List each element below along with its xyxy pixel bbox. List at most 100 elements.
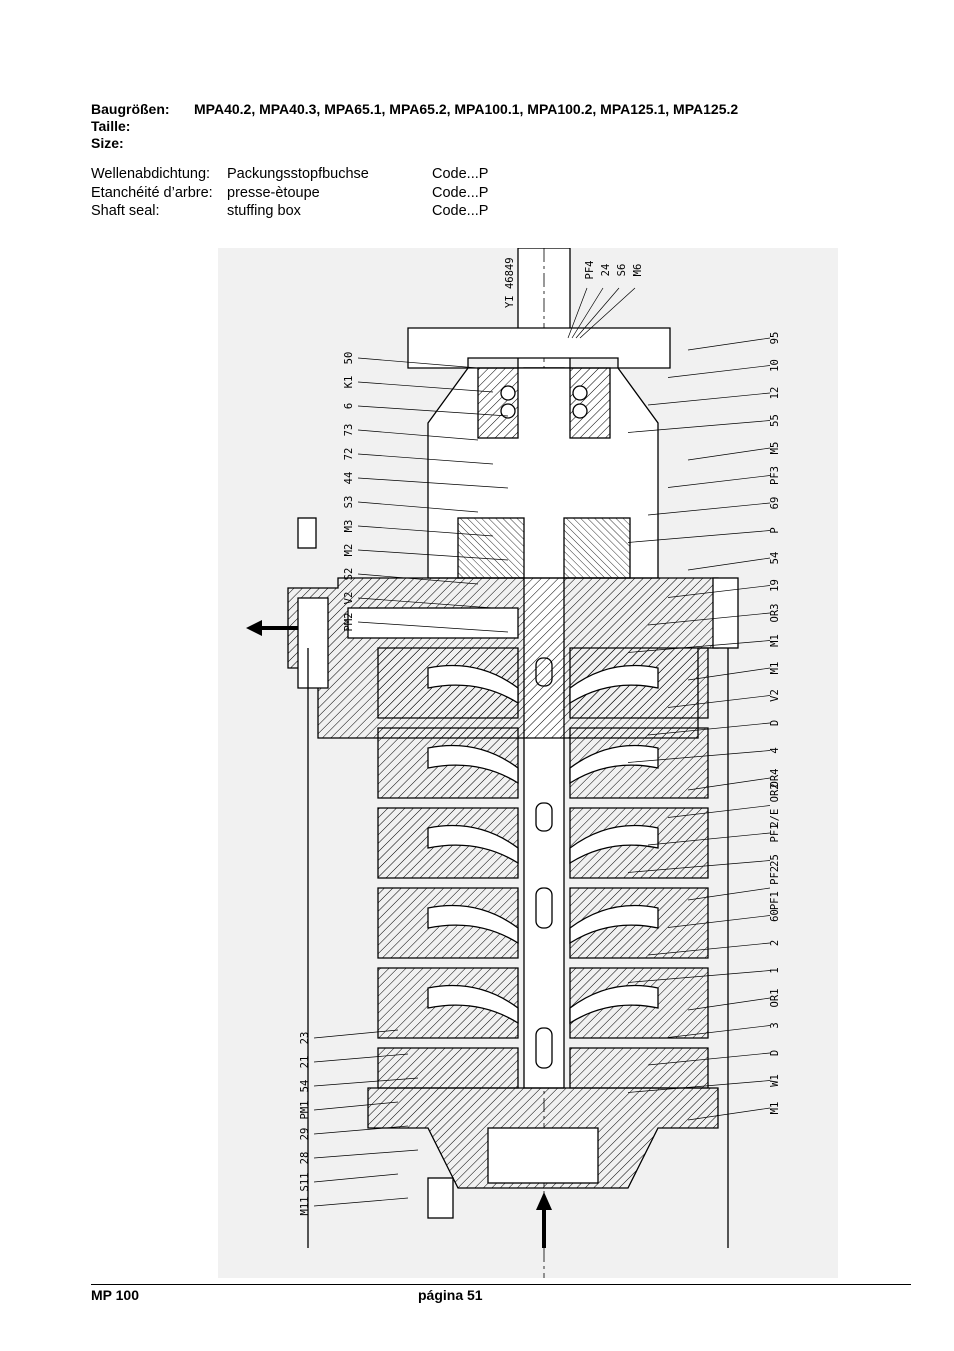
callout-leader [627, 860, 771, 873]
callout-leader [357, 405, 509, 417]
callout-leader [313, 1029, 399, 1039]
callout-leader [667, 365, 771, 378]
seal-code: Code...P [432, 166, 489, 182]
callout-leader [647, 392, 771, 406]
callout-label: 2/E OR2 [769, 783, 781, 827]
callout-leader [647, 502, 771, 516]
callout-leader [687, 887, 771, 901]
callout-leader [647, 612, 771, 626]
callout-leader [567, 287, 588, 339]
callout-label: V2 [769, 689, 781, 702]
callout-label: PF1 [769, 824, 781, 843]
seal-row-en: Shaft seal: stuffing box Code...P [91, 202, 488, 221]
callout-label: S2 [343, 568, 355, 581]
callout-leader [687, 667, 771, 681]
suction-arrow [536, 1192, 552, 1248]
footer-left: MP 100 [91, 1287, 139, 1303]
callout-label: S11 [299, 1173, 311, 1192]
callout-label: P [769, 527, 781, 533]
callout-leader [313, 1125, 409, 1135]
callout-label: 29 [299, 1128, 311, 1141]
sizes-value: MPA40.2, MPA40.3, MPA65.1, MPA65.2, MPA1… [194, 101, 739, 117]
callout-label: 69 [769, 497, 781, 510]
callout-leader [357, 501, 479, 513]
taille-label: Taille: [91, 118, 131, 134]
callout-label: 95 [769, 332, 781, 345]
callout-label: M2 [343, 544, 355, 557]
callout-leader [667, 915, 771, 928]
pump-body [287, 248, 739, 1278]
callout-label: M1 [769, 662, 781, 675]
callout-label: M1 [769, 634, 781, 647]
callout-label: OR1 [769, 989, 781, 1008]
callout-leader [667, 585, 771, 598]
callout-leader [647, 942, 771, 956]
callout-leader [357, 597, 494, 609]
callout-label: 44 [343, 472, 355, 485]
callout-label: PM2 [343, 613, 355, 632]
callout-leader [667, 1025, 771, 1038]
callout-label: 23 [299, 1032, 311, 1045]
callout-leader [357, 621, 509, 633]
footer-rule [91, 1284, 911, 1285]
seal-label: Shaft seal: [91, 203, 160, 219]
callout-label: S6 [616, 264, 628, 277]
callout-leader [647, 1052, 771, 1066]
callout-label: V2 [343, 592, 355, 605]
callout-label: M3 [343, 520, 355, 533]
seal-row-de: Wellenabdichtung: Packungsstopfbuchse Co… [91, 165, 488, 184]
callout-leader [687, 557, 771, 571]
callout-leader [647, 832, 771, 846]
callout-label: 3 [769, 1022, 781, 1028]
callout-leader [571, 287, 604, 339]
callout-leader [627, 640, 771, 653]
callout-leader [357, 429, 479, 441]
callout-leader [357, 453, 494, 465]
footer-page: página 51 [418, 1287, 483, 1303]
seal-value: stuffing box [227, 203, 301, 219]
callout-label: OR4 [769, 769, 781, 788]
callout-label: 10 [769, 359, 781, 372]
callout-label: M5 [769, 442, 781, 455]
callout-label: PF3 [769, 466, 781, 485]
callout-label: M11 [299, 1197, 311, 1216]
callout-label: K1 [343, 376, 355, 389]
callout-leader [579, 287, 636, 339]
size-label: Size: [91, 135, 124, 151]
callout-leader [357, 525, 494, 537]
callout-label: D [769, 720, 781, 726]
callout-leader [647, 722, 771, 736]
callout-leader [687, 777, 771, 791]
callout-label: 25 [769, 854, 781, 867]
callout-label: W1 [769, 1074, 781, 1087]
callout-label: M6 [632, 264, 644, 277]
callout-label: PM1 [299, 1101, 311, 1120]
callout-leader [357, 573, 479, 585]
callout-label: 54 [769, 552, 781, 565]
callout-leader [627, 970, 771, 983]
callout-label: 72 [343, 448, 355, 461]
seal-value: presse-ètoupe [227, 184, 320, 201]
callout-leader [687, 997, 771, 1011]
callout-leader [313, 1101, 399, 1111]
callout-label: 60 [769, 909, 781, 922]
callout-leader [627, 530, 771, 543]
callout-label: 55 [769, 414, 781, 427]
callout-leader [575, 287, 620, 339]
callout-label: 2 [769, 940, 781, 946]
seal-label: Etanchéité d’arbre: [91, 184, 213, 201]
shaft-seal-table: Wellenabdichtung: Packungsstopfbuchse Co… [91, 165, 488, 221]
callout-label: S3 [343, 496, 355, 509]
callout-label: 50 [343, 352, 355, 365]
callout-label: 73 [343, 424, 355, 437]
discharge-arrow [246, 620, 298, 636]
callout-leader [667, 475, 771, 488]
callout-leader [627, 420, 771, 433]
callout-label: 28 [299, 1152, 311, 1165]
callout-leader [627, 1080, 771, 1093]
callout-label: D [769, 1050, 781, 1056]
